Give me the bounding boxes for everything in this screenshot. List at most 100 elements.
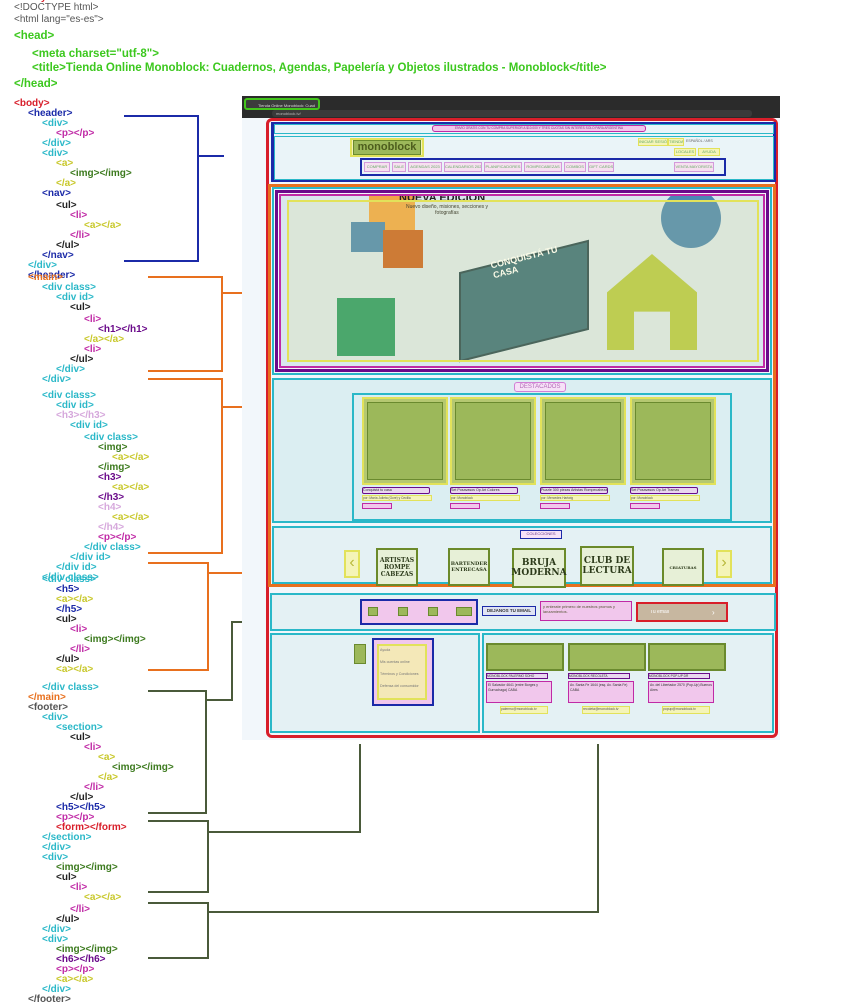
code-line: <div id> [56, 400, 94, 411]
code-line: </ul> [70, 354, 94, 365]
nav-item-6[interactable]: COMBOS [564, 162, 586, 172]
code-line: <form></form> [56, 822, 127, 833]
product-author[interactable]: por: Monoblock [630, 495, 700, 501]
browser-tab[interactable]: Tienda Online Monoblock: Cuad [244, 98, 320, 110]
collections-heading: COLECCIONES [520, 530, 562, 539]
collections-next-button[interactable]: › [716, 550, 732, 578]
product-name[interactable]: Set Posavasos Op Art Tramas [630, 487, 698, 494]
nav-item-7[interactable]: GIFT CARDS [588, 162, 614, 172]
code-line: <h1></h1> [98, 324, 148, 335]
nav-item-0[interactable]: COMPRAR [364, 162, 390, 172]
code-line: <img></img> [56, 944, 118, 955]
facebook-icon[interactable] [368, 607, 378, 616]
code-line: <footer> [28, 702, 69, 713]
newsletter-email-input[interactable]: Tu email [650, 610, 669, 615]
code-line: <ul> [70, 732, 91, 743]
code-line: <ul> [56, 200, 77, 211]
nav-item-1[interactable]: SALE [392, 162, 406, 172]
code-line: </section> [42, 832, 92, 843]
product-image-link[interactable] [450, 397, 536, 485]
footer-link[interactable]: Ayuda [380, 648, 391, 652]
code-line: <a></a> [84, 892, 122, 903]
code-line: </div id> [70, 552, 111, 563]
product-name[interactable]: Set Posavasos Op Art Colores [450, 487, 518, 494]
code-line: <h4> [98, 502, 122, 513]
product-author[interactable]: por: María Julieta (Gore) y Cecilia [362, 495, 432, 501]
hero-subtitle: Nuevo diseño, misiones, secciones y foto… [406, 204, 488, 216]
product-name[interactable]: Puzzle 300 piezas Artistas Rompecabezas … [540, 487, 608, 494]
twitter-icon[interactable] [428, 607, 438, 616]
code-line: <div> [42, 934, 69, 945]
store-email-link[interactable]: palermo@monoblock.tv [500, 706, 548, 714]
header-link-1[interactable]: TIENDAS [668, 138, 684, 146]
code-line: <li> [84, 314, 102, 325]
product-image-link[interactable] [540, 397, 626, 485]
lang-selector[interactable]: ESPAÑOL / ARS [686, 139, 713, 143]
code-line: </li> [70, 904, 91, 915]
hero-slide[interactable]: CONQUISTÁ TU CASA NUEVA EDICIÓN Nuevo di… [279, 194, 765, 368]
code-line: <body> [14, 98, 50, 109]
code-line: <div class> [84, 432, 138, 443]
collection-logo[interactable]: CRIATURAS [662, 548, 704, 586]
code-line: </div> [42, 842, 71, 853]
footer-link[interactable]: Términos y Condiciones [380, 672, 419, 676]
collection-logo[interactable]: ARTISTAS ROMPE CABEZAS [376, 548, 418, 586]
code-line: <a></a> [56, 664, 94, 675]
nav-outline [360, 158, 726, 176]
product-author[interactable]: por: Mercedes Hartwig [540, 495, 610, 501]
product-name[interactable]: Conquistá tu casa [362, 487, 430, 494]
instagram-icon[interactable] [398, 607, 408, 616]
code-line: <!DOCTYPE html> [14, 2, 99, 13]
nav-item-2[interactable]: AGENDAS 2023 [408, 162, 442, 172]
code-line: <div class> [42, 574, 96, 585]
code-line: </ul> [70, 792, 94, 803]
nav-item-3[interactable]: CALENDARIOS 2023 [444, 162, 482, 172]
code-line: <p></p> [56, 128, 95, 139]
code-line: <li> [70, 882, 88, 893]
store-email-link[interactable]: popup@monoblock.tv [662, 706, 710, 714]
code-line: </div> [42, 374, 71, 385]
newsletter-form[interactable]: Tu email › [636, 602, 728, 622]
code-line: <img></img> [70, 168, 132, 179]
footer-links-inner [377, 644, 427, 700]
code-line: <div class> [42, 282, 96, 293]
featured-bracket [148, 378, 244, 554]
footer-link[interactable]: Mis cuentas online [380, 660, 410, 664]
hero-bracket [148, 276, 244, 372]
youtube-icon[interactable] [456, 607, 472, 616]
code-line: <a> [98, 752, 116, 763]
code-line: <p></p> [98, 532, 137, 543]
nav-item-5[interactable]: ROMPECABEZAS [524, 162, 562, 172]
address-bar[interactable]: monoblock.tv/ [272, 110, 752, 117]
code-line: </html> [14, 0, 50, 4]
code-line: <p></p> [56, 964, 95, 975]
header-link-3[interactable]: AYUDA [698, 148, 720, 156]
header-link-2[interactable]: LOCALES [674, 148, 696, 156]
header-link-0[interactable]: INICIAR SESIÓN [638, 138, 668, 146]
collection-logo[interactable]: CLUB DE LECTURA [580, 546, 634, 586]
code-line: <ul> [70, 302, 91, 313]
store-email-link[interactable]: recoleta@monoblock.tv [582, 706, 630, 714]
code-line: <meta charset="utf-8"> [32, 48, 159, 60]
code-line: </h3> [98, 492, 125, 503]
product-image [635, 402, 711, 480]
topbar-text: ENVÍO GRATIS CON TU COMPRA SUPERIOR A $1… [432, 125, 646, 132]
code-line: <h5> [56, 584, 80, 595]
product-author[interactable]: por: Monoblock [450, 495, 520, 501]
nav-item-4[interactable]: PLANIFICADORES [484, 162, 522, 172]
code-line: </h5> [56, 604, 83, 615]
nav-item-wholesale[interactable]: VENTA MAYORISTA [674, 162, 714, 172]
code-line: </div> [42, 138, 71, 149]
stores-bracket [148, 744, 599, 959]
product-image-link[interactable] [362, 397, 448, 485]
footer-link[interactable]: Defensa del consumidor [380, 684, 419, 688]
code-line: </a> [98, 772, 119, 783]
code-line: <a> [56, 158, 74, 169]
collections-prev-button[interactable]: ‹ [344, 550, 360, 578]
collection-logo[interactable]: BARTENDER ENTRECASA [448, 548, 490, 586]
code-line: <main> [28, 272, 64, 283]
product-image-link[interactable] [630, 397, 716, 485]
newsletter-submit-icon[interactable]: › [712, 608, 715, 617]
code-line: <div> [42, 712, 69, 723]
collection-logo[interactable]: BRUJA MODERNA [511, 548, 567, 588]
